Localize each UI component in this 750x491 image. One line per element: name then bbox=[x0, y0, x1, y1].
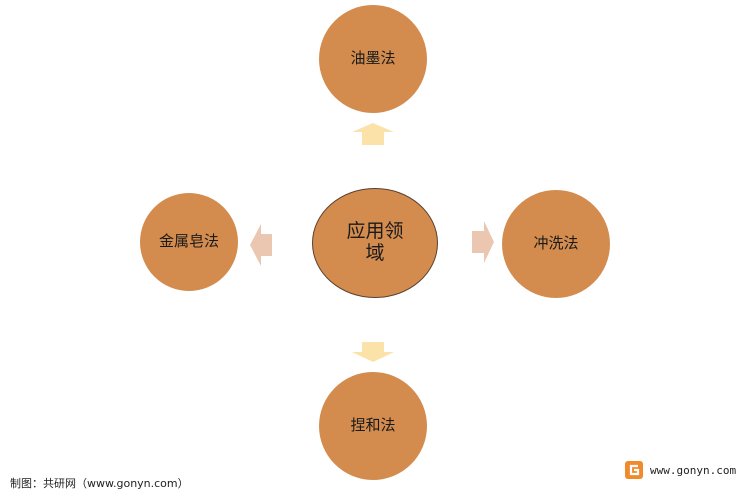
node-top-label: 油墨法 bbox=[350, 49, 396, 68]
source-caption: 制图：共研网（www.gonyn.com） bbox=[10, 477, 189, 490]
arrow-up-icon bbox=[352, 123, 394, 145]
node-left: 金属皂法 bbox=[140, 193, 238, 291]
arrow-left-icon bbox=[250, 224, 272, 266]
node-top: 油墨法 bbox=[319, 5, 427, 113]
arrow-down-icon bbox=[352, 342, 394, 362]
node-right: 冲洗法 bbox=[502, 190, 610, 298]
node-left-label: 金属皂法 bbox=[158, 232, 219, 251]
node-bottom-label: 捏和法 bbox=[350, 416, 396, 435]
footer-site: www.gonyn.com bbox=[650, 463, 737, 477]
node-bottom: 捏和法 bbox=[319, 372, 427, 480]
gonyn-logo-icon bbox=[625, 461, 643, 479]
node-right-label: 冲洗法 bbox=[533, 234, 579, 253]
center-node-label: 应用领 域 bbox=[346, 220, 404, 264]
footer-brand: www.gonyn.com bbox=[624, 460, 736, 480]
arrow-right-icon bbox=[472, 221, 494, 263]
center-node: 应用领 域 bbox=[312, 188, 438, 298]
